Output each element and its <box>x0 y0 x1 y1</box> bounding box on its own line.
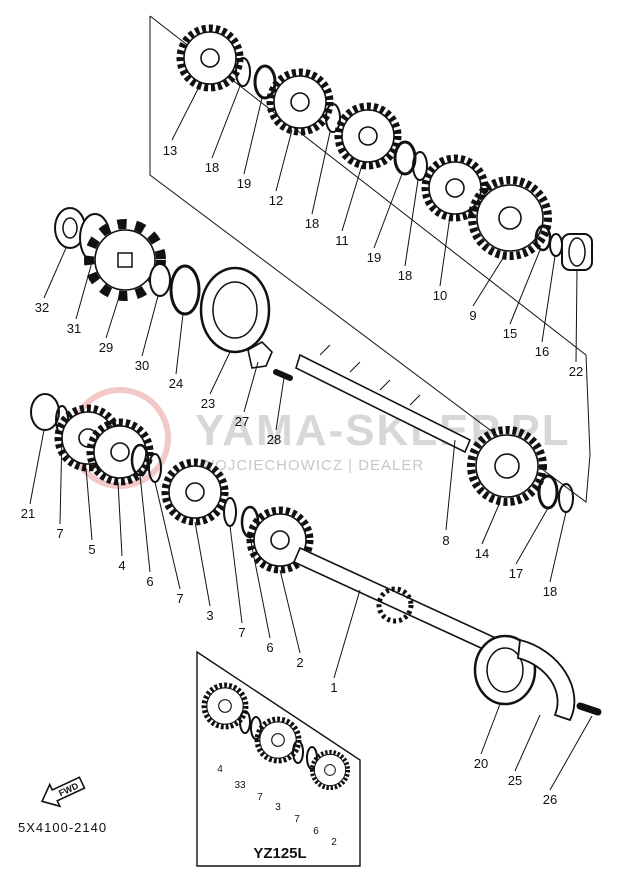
variant-callout-2: 2 <box>331 837 337 848</box>
callout-32: 32 <box>35 300 49 315</box>
callout-26: 26 <box>543 792 557 807</box>
callout-3: 3 <box>206 608 213 623</box>
upper-gear-set <box>180 28 593 271</box>
callout-22: 22 <box>569 364 583 379</box>
callout-16: 16 <box>535 344 549 359</box>
main-axle-gear-set <box>30 393 602 722</box>
callout-7: 7 <box>56 526 63 541</box>
variant-inset-box: 4 33 7 3 7 6 2 YZ125L <box>196 650 361 867</box>
callout-13: 13 <box>163 143 177 158</box>
callout-19b: 19 <box>367 250 381 265</box>
callout-20: 20 <box>474 756 488 771</box>
callout-18: 18 <box>205 160 219 175</box>
callout-8: 8 <box>442 533 449 548</box>
callout-7b: 7 <box>176 591 183 606</box>
fwd-arrow-icon: FWD <box>40 776 86 808</box>
callout-19: 19 <box>237 176 251 191</box>
callout-9: 9 <box>469 308 476 323</box>
variant-callout-6: 6 <box>313 826 319 837</box>
callout-14: 14 <box>475 546 489 561</box>
callout-7c: 7 <box>238 625 245 640</box>
callout-1: 1 <box>330 680 337 695</box>
callout-12: 12 <box>269 193 283 208</box>
callout-24: 24 <box>169 376 183 391</box>
variant-callout-7b: 7 <box>294 814 300 825</box>
callout-27: 27 <box>235 414 249 429</box>
callout-6b: 6 <box>266 640 273 655</box>
callout-18d: 18 <box>543 584 557 599</box>
variant-callout-4: 4 <box>217 764 223 775</box>
callout-5: 5 <box>88 542 95 557</box>
callout-17: 17 <box>509 566 523 581</box>
callout-21: 21 <box>21 506 35 521</box>
upper-shaft-boundary <box>149 15 591 503</box>
callout-25: 25 <box>508 773 522 788</box>
callout-18c: 18 <box>398 268 412 283</box>
variant-callout-3: 3 <box>275 802 281 813</box>
leader-lines <box>29 84 593 791</box>
callout-15: 15 <box>503 326 517 341</box>
callout-11: 11 <box>335 233 349 248</box>
variant-callout-7: 7 <box>257 792 263 803</box>
callout-28: 28 <box>267 432 281 447</box>
callout-29: 29 <box>99 340 113 355</box>
callout-6: 6 <box>146 574 153 589</box>
callout-4: 4 <box>118 558 125 573</box>
watermark-subline: WOJCIECHOWICZ | DEALER <box>200 457 424 474</box>
callout-23: 23 <box>201 396 215 411</box>
callout-30: 30 <box>135 358 149 373</box>
callout-labels: 13 18 19 12 18 11 19 18 10 9 15 16 22 32… <box>21 143 583 807</box>
variant-callout-33: 33 <box>234 780 246 791</box>
callout-31: 31 <box>67 321 81 336</box>
drive-sprocket-group <box>54 207 293 381</box>
callout-10: 10 <box>433 288 447 303</box>
drive-axle <box>295 344 574 513</box>
variant-label: YZ125L <box>253 845 306 862</box>
callout-18b: 18 <box>305 216 319 231</box>
callout-2: 2 <box>296 655 303 670</box>
diagram-code: 5X4100-2140 <box>18 820 107 835</box>
